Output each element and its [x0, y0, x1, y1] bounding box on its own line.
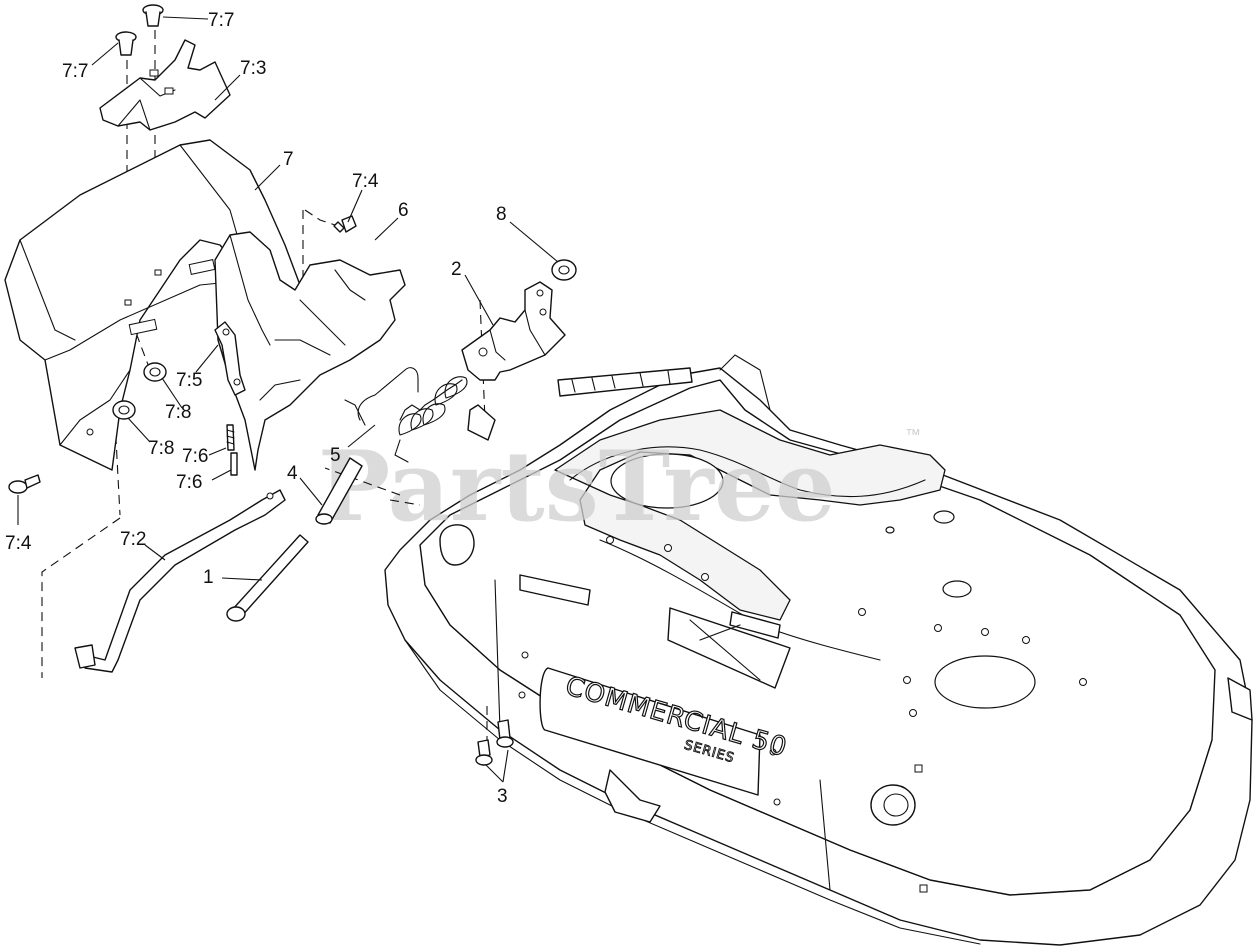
callout-2: 2	[451, 259, 462, 280]
callout-7-5: 7:5	[176, 370, 202, 391]
callout-7-4-lower: 7:4	[5, 533, 32, 554]
nut-8	[551, 259, 577, 281]
deflector-rod-7-2	[74, 489, 286, 673]
carriage-bolt-7-7-lower	[115, 31, 137, 56]
callout-4: 4	[287, 463, 298, 484]
spacer-4	[315, 457, 363, 525]
callout-7-6-lower: 7:6	[176, 472, 202, 493]
callout-1: 1	[203, 567, 214, 588]
mower-deck: COMMERCIAL 50 SERIES	[384, 354, 1253, 946]
callout-labels: 7:7 7:7 7:3 7 7:4 6 8 2 7:5 7:8 7:8 7:6 …	[5, 10, 508, 807]
bolt-7-4-lower	[8, 474, 41, 494]
torsion-spring-5	[344, 367, 468, 463]
nut-7-8-lower	[112, 400, 136, 420]
callout-5: 5	[330, 445, 341, 466]
callout-7-7-lower: 7:7	[62, 61, 88, 82]
idler-bracket-2	[461, 281, 566, 441]
callout-3: 3	[497, 786, 508, 807]
callout-7-8-upper: 7:8	[165, 402, 191, 423]
watermark-trademark: ™	[905, 427, 921, 444]
carriage-bolt-7-7-upper	[142, 4, 164, 27]
callout-7-7-upper: 7:7	[208, 10, 234, 31]
callout-7-3: 7:3	[240, 58, 266, 79]
callout-7-2: 7:2	[120, 529, 146, 550]
bolt-7-6	[226, 424, 238, 476]
callout-7: 7	[283, 149, 294, 170]
leader-lines	[17, 16, 559, 783]
bolts-3	[475, 719, 514, 766]
callout-7-4-upper: 7:4	[352, 171, 379, 192]
callout-6: 6	[398, 200, 409, 221]
pivot-pin-1	[226, 534, 309, 622]
bracket-7-3	[99, 39, 231, 131]
bolt-7-4-upper	[333, 215, 357, 233]
callout-7-8-lower: 7:8	[148, 438, 174, 459]
hinge-plate-7-5	[214, 321, 246, 396]
callout-8: 8	[496, 204, 507, 225]
watermark: PartsTree	[318, 430, 836, 543]
nut-7-8-upper	[143, 362, 167, 382]
deflector-bracket-6	[214, 231, 406, 471]
callout-7-6-upper: 7:6	[182, 446, 208, 467]
